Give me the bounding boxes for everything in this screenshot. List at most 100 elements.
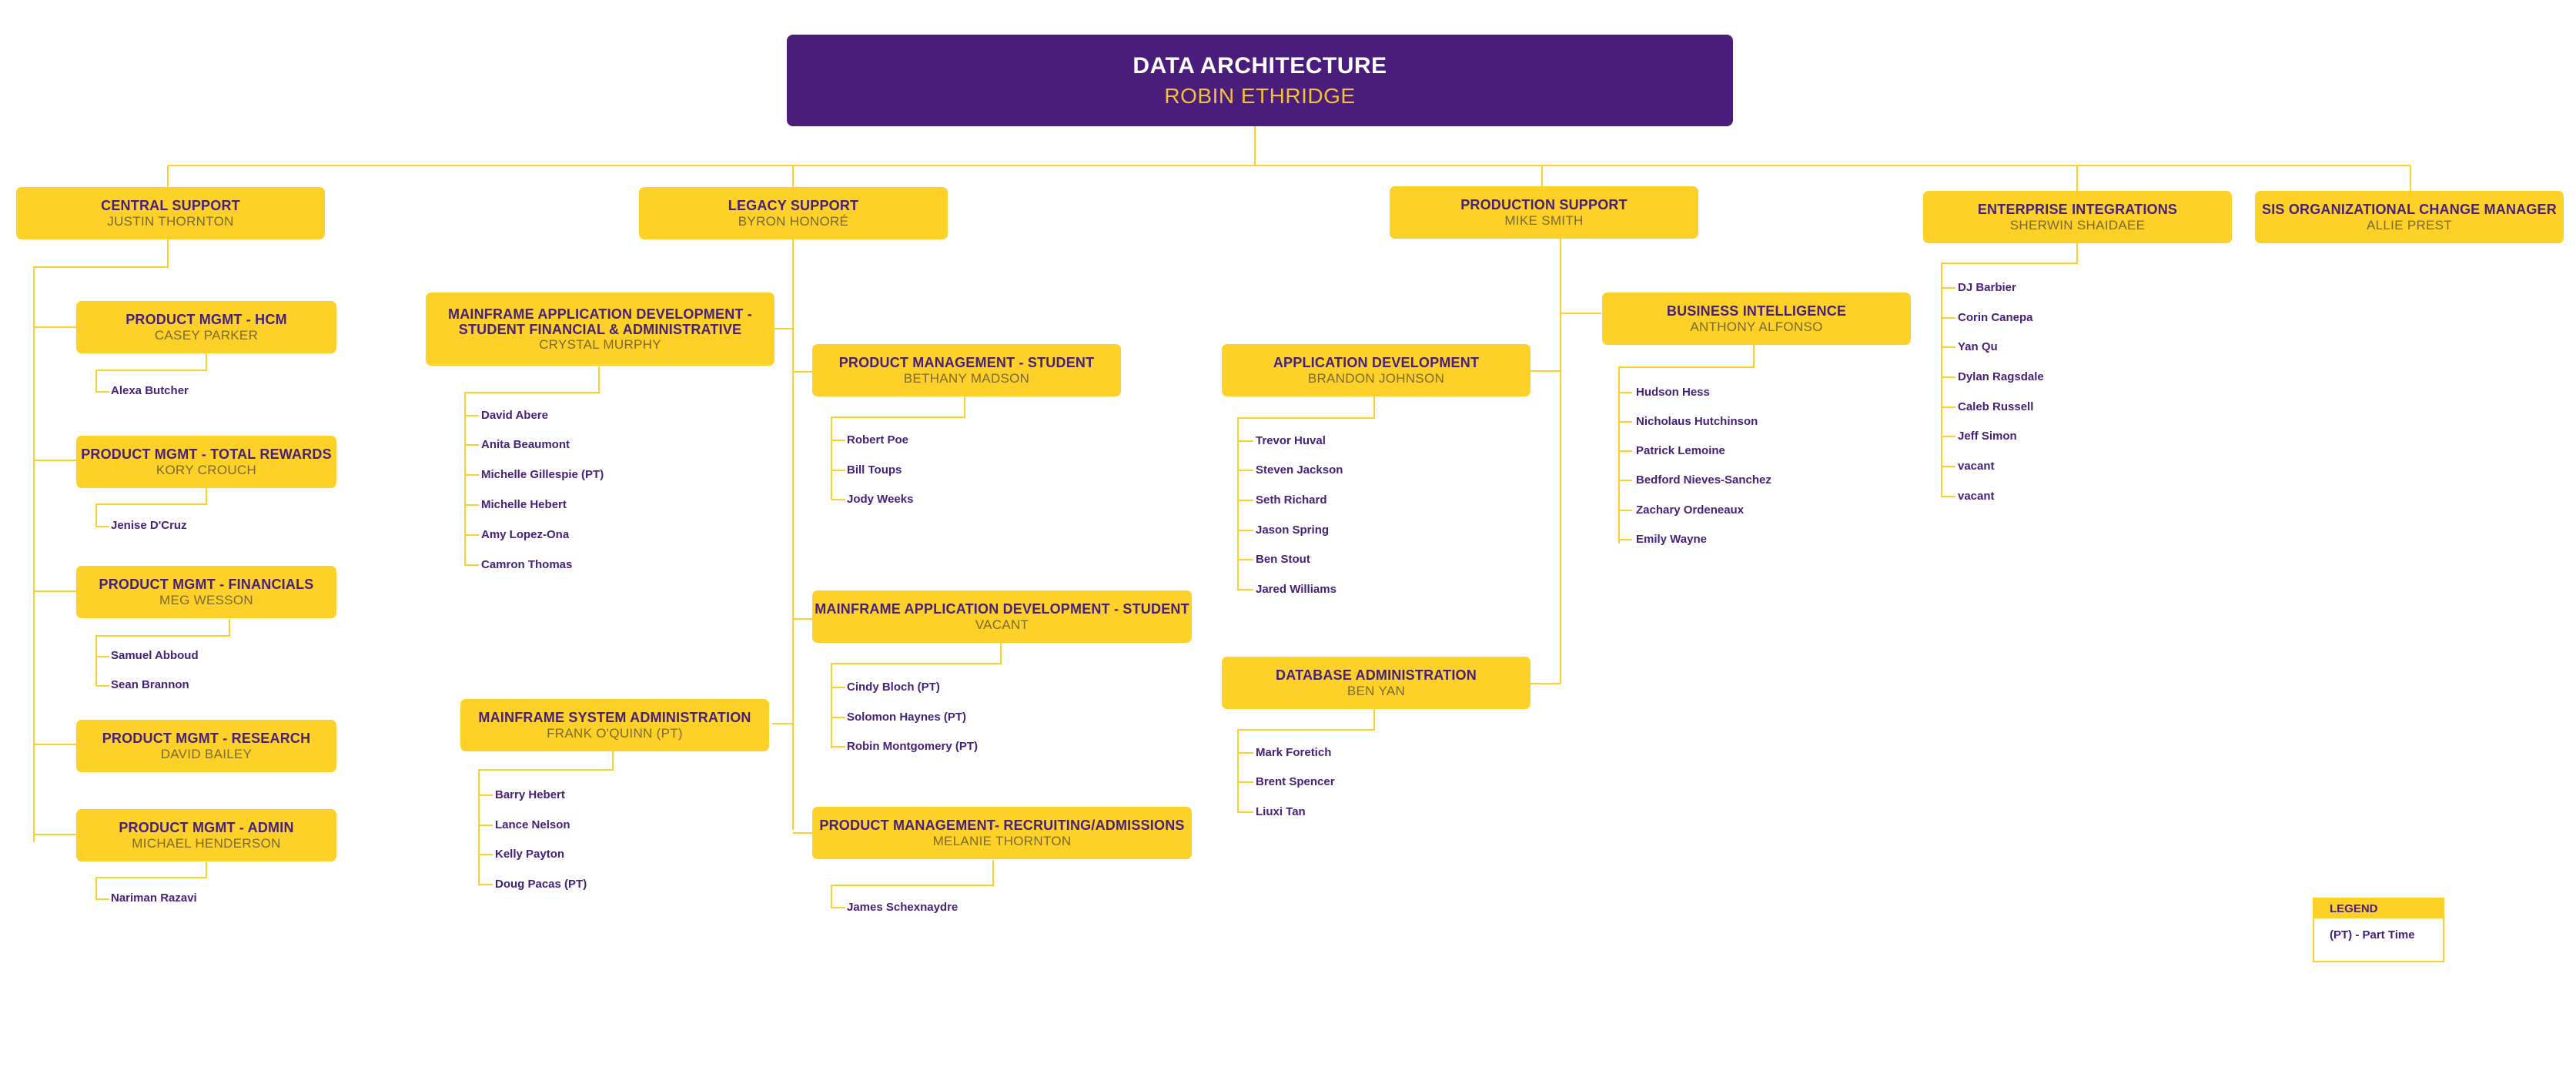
connector-dba-members bbox=[1237, 709, 1375, 813]
connector-financials-members bbox=[95, 619, 230, 687]
member: Amy Lopez-Ona bbox=[481, 528, 570, 541]
member: Lance Nelson bbox=[495, 818, 570, 831]
member: Corin Canepa bbox=[1958, 311, 2033, 324]
node-name: KORY CROUCH bbox=[156, 462, 257, 477]
node-title: PRODUCT MANAGEMENT - STUDENT bbox=[838, 355, 1095, 371]
product-management-student-node: PRODUCT MANAGEMENT - STUDENT BETHANY MAD… bbox=[812, 344, 1121, 396]
node-name: BEN YAN bbox=[1347, 683, 1406, 698]
member: Robert Poe bbox=[847, 433, 909, 447]
application-development-node: APPLICATION DEVELOPMENT BRANDON JOHNSON bbox=[1222, 344, 1531, 396]
node-name: BRANDON JOHNSON bbox=[1307, 370, 1445, 386]
product-mgmt-admin-node: PRODUCT MGMT - ADMIN MICHAEL HENDERSON bbox=[76, 809, 336, 861]
node-name: SHERWIN SHAIDAEE bbox=[2009, 217, 2146, 232]
connector-hcm-members bbox=[95, 353, 207, 393]
connector-rewards-members bbox=[95, 488, 207, 527]
member: Brent Spencer bbox=[1256, 775, 1335, 788]
member: Jenise D'Cruz bbox=[111, 519, 187, 532]
member: Michelle Hebert bbox=[481, 498, 567, 511]
product-management-recruiting-node: PRODUCT MANAGEMENT- RECRUITING/ADMISSION… bbox=[812, 807, 1192, 859]
member: Cindy Bloch (PT) bbox=[847, 681, 940, 694]
node-title: CENTRAL SUPPORT bbox=[101, 198, 240, 214]
member: Mark Foretich bbox=[1256, 746, 1332, 759]
member: Jeff Simon bbox=[1958, 430, 2017, 443]
connector-appdev-members bbox=[1237, 396, 1375, 590]
member: Doug Pacas (PT) bbox=[495, 878, 587, 891]
product-mgmt-research-node: PRODUCT MGMT - RESEARCH DAVID BAILEY bbox=[76, 720, 336, 772]
product-mgmt-financials-node: PRODUCT MGMT - FINANCIALS MEG WESSON bbox=[76, 566, 336, 618]
member: Jason Spring bbox=[1256, 523, 1330, 537]
node-name: FRANK O'QUINN (PT) bbox=[547, 725, 683, 741]
member: vacant bbox=[1958, 460, 1995, 473]
node-title: PRODUCT MANAGEMENT- RECRUITING/ADMISSION… bbox=[819, 818, 1185, 834]
member: Solomon Haynes (PT) bbox=[847, 711, 967, 724]
member: James Schexnaydre bbox=[847, 901, 958, 914]
node-title: BUSINESS INTELLIGENCE bbox=[1666, 303, 1847, 319]
node-title: PRODUCT MGMT - ADMIN bbox=[119, 820, 294, 836]
member: Sean Brannon bbox=[111, 678, 189, 691]
product-mgmt-total-rewards-node: PRODUCT MGMT - TOTAL REWARDS KORY CROUCH bbox=[76, 436, 336, 488]
connector-sysadmin-members bbox=[478, 751, 614, 885]
legend: LEGEND (PT) - Part Time bbox=[2313, 898, 2444, 962]
node-name: JUSTIN THORNTON bbox=[107, 213, 234, 229]
node-name: MELANIE THORNTON bbox=[932, 833, 1072, 848]
mainframe-system-admin-node: MAINFRAME SYSTEM ADMINISTRATION FRANK O'… bbox=[460, 699, 769, 751]
legend-header: LEGEND bbox=[2314, 899, 2443, 918]
member: Anita Beaumont bbox=[481, 438, 570, 451]
node-name: BYRON HONORÉ bbox=[738, 213, 849, 229]
member: Seth Richard bbox=[1256, 493, 1327, 507]
member: Caleb Russell bbox=[1958, 400, 2034, 413]
node-title: PRODUCT MGMT - HCM bbox=[125, 312, 287, 328]
node-title: DATABASE ADMINISTRATION bbox=[1276, 667, 1477, 684]
connector-production bbox=[1528, 237, 1601, 684]
node-title: PRODUCTION SUPPORT bbox=[1460, 197, 1628, 213]
mainframe-app-dev-student-node: MAINFRAME APPLICATION DEVELOPMENT - STUD… bbox=[812, 590, 1192, 643]
product-mgmt-hcm-node: PRODUCT MGMT - HCM CASEY PARKER bbox=[76, 301, 336, 353]
node-title: MAINFRAME APPLICATION DEVELOPMENT - STUD… bbox=[815, 601, 1189, 617]
member: Kelly Payton bbox=[495, 848, 565, 861]
node-name: CRYSTAL MURPHY bbox=[539, 337, 661, 353]
member: Steven Jackson bbox=[1256, 463, 1343, 477]
node-title: SIS ORGANIZATIONAL CHANGE MANAGER bbox=[2262, 202, 2557, 218]
member: Camron Thomas bbox=[481, 558, 573, 571]
root-title: DATA ARCHITECTURE bbox=[1132, 52, 1387, 79]
business-intelligence-node: BUSINESS INTELLIGENCE ANTHONY ALFONSO bbox=[1602, 293, 1911, 345]
node-name: ALLIE PREST bbox=[2366, 217, 2452, 232]
member: vacant bbox=[1958, 490, 1995, 503]
node-name: ANTHONY ALFONSO bbox=[1690, 319, 1823, 334]
connector-bi-members bbox=[1618, 345, 1755, 544]
connector-recruiting-members bbox=[831, 860, 994, 908]
connector-admin-members bbox=[95, 862, 207, 900]
node-title: LEGACY SUPPORT bbox=[728, 198, 859, 214]
production-support-node: PRODUCTION SUPPORT MIKE SMITH bbox=[1390, 186, 1698, 239]
member: Trevor Huval bbox=[1256, 434, 1326, 447]
member: Jody Weeks bbox=[847, 493, 914, 506]
sis-change-manager-node: SIS ORGANIZATIONAL CHANGE MANAGER ALLIE … bbox=[2255, 191, 2564, 243]
node-name: MEG WESSON bbox=[159, 592, 253, 607]
connector-root bbox=[167, 125, 2411, 192]
root-node: DATA ARCHITECTURE ROBIN ETHRIDGE bbox=[787, 35, 1733, 126]
node-name: DAVID BAILEY bbox=[160, 746, 253, 761]
node-title: MAINFRAME SYSTEM ADMINISTRATION bbox=[478, 710, 751, 726]
member: Robin Montgomery (PT) bbox=[847, 740, 978, 753]
connector-mainframe-student-members bbox=[831, 643, 1002, 748]
mainframe-app-dev-sfa-node: MAINFRAME APPLICATION DEVELOPMENT - STUD… bbox=[426, 293, 774, 366]
node-title: PRODUCT MGMT - FINANCIALS bbox=[99, 577, 314, 593]
member: Dylan Ragsdale bbox=[1958, 370, 2044, 383]
node-title: PRODUCT MGMT - RESEARCH bbox=[102, 731, 311, 747]
node-name: VACANT bbox=[975, 617, 1029, 632]
member: Jared Williams bbox=[1256, 583, 1337, 596]
member: Bill Toups bbox=[847, 463, 902, 477]
member: Zachary Ordeneaux bbox=[1636, 503, 1745, 517]
connector-legacy bbox=[772, 237, 812, 834]
node-name: BETHANY MADSON bbox=[903, 370, 1030, 386]
member: Barry Hebert bbox=[495, 788, 565, 801]
legacy-support-node: LEGACY SUPPORT BYRON HONORÉ bbox=[639, 187, 948, 239]
member: Nariman Razavi bbox=[111, 891, 197, 905]
root-name: ROBIN ETHRIDGE bbox=[1164, 83, 1356, 108]
node-title: ENTERPRISE INTEGRATIONS bbox=[1977, 202, 2178, 218]
connector-central bbox=[33, 236, 169, 842]
connector-mainframe-members bbox=[464, 366, 600, 566]
member: Ben Stout bbox=[1256, 553, 1310, 566]
member: Yan Qu bbox=[1958, 340, 1998, 353]
